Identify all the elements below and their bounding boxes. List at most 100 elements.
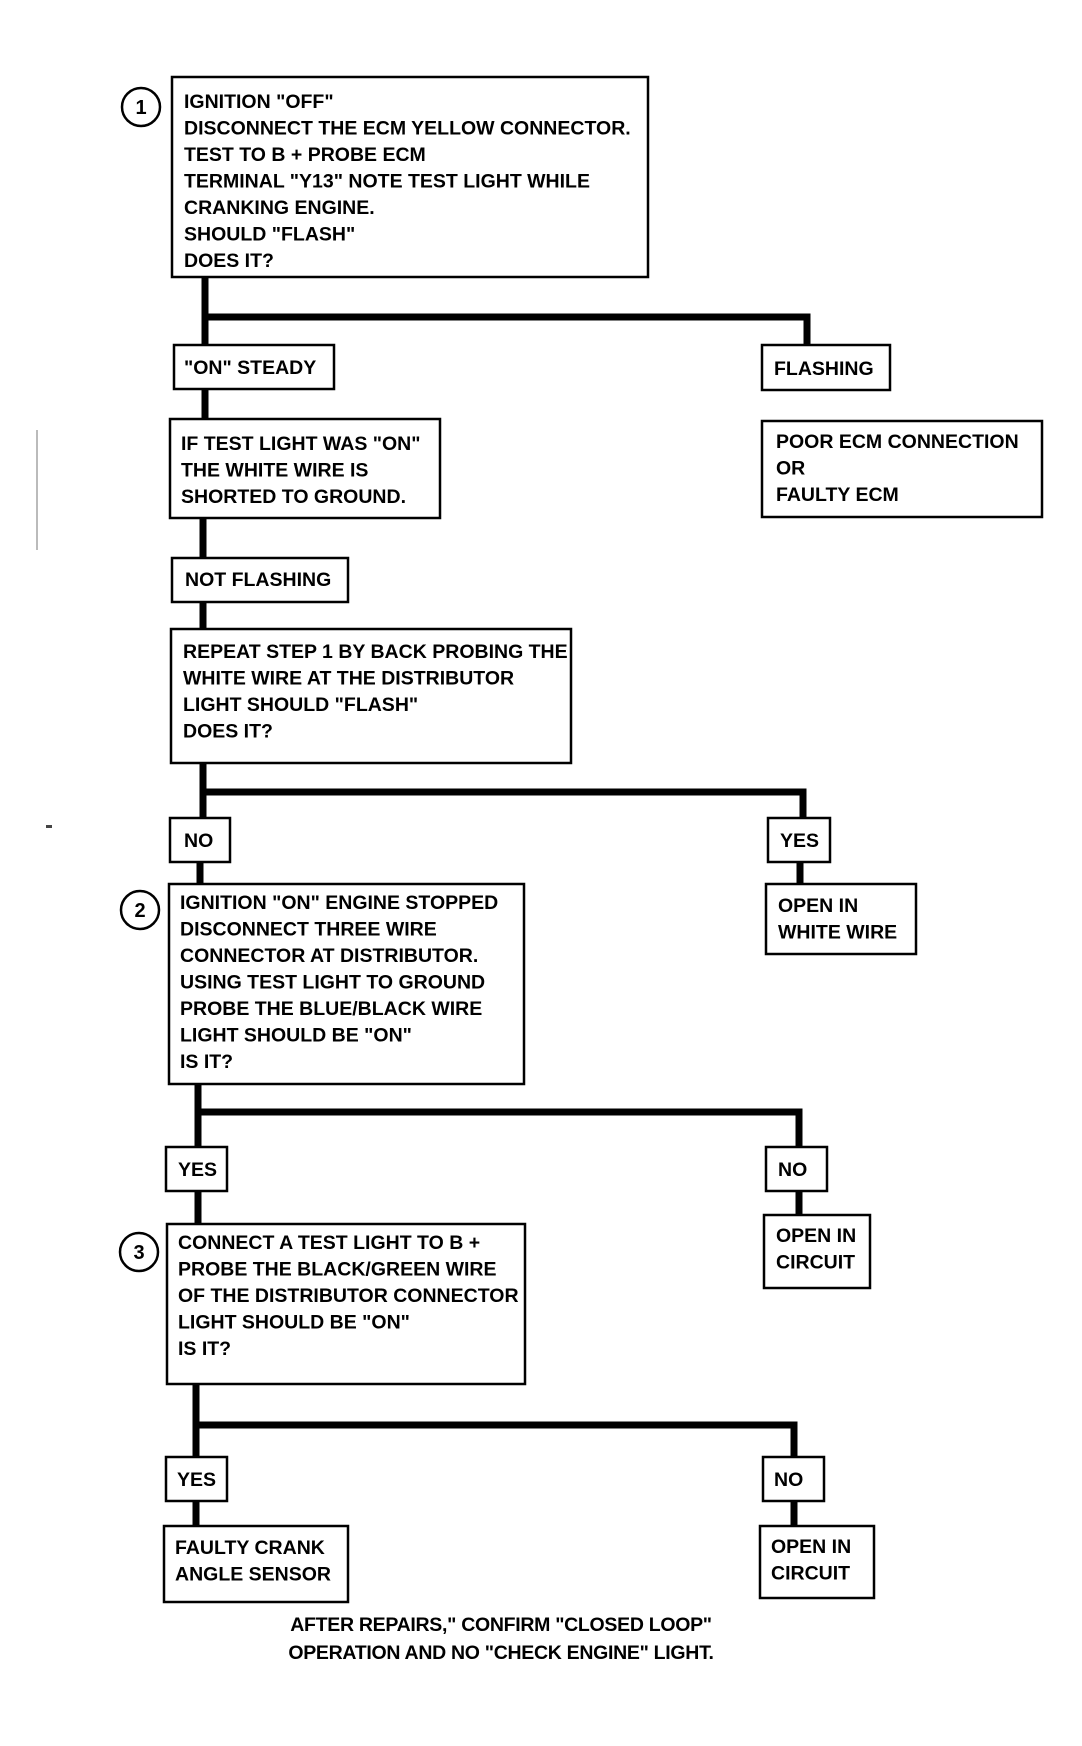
box-text-line: PROBE THE BLACK/GREEN WIRE (178, 1259, 497, 1281)
box-text-line: DOES IT? (183, 721, 273, 743)
box-text-line: IS IT? (180, 1051, 233, 1073)
box-text-line: PROBE THE BLUE/BLACK WIRE (180, 998, 482, 1020)
step-number-markers: 1 2 3 (118, 86, 162, 1273)
box-no-2: NO (764, 1145, 829, 1193)
box-step3: CONNECT A TEST LIGHT TO B + PROBE THE BLA… (165, 1222, 527, 1386)
box-text-line: OPEN IN (776, 1225, 856, 1247)
box-text-line: CONNECTOR AT DISTRIBUTOR. (180, 945, 478, 967)
step-circle (118, 1231, 160, 1273)
box-text-line: OR (776, 458, 805, 480)
step-number-1: 1 (120, 86, 162, 128)
box-text-line: NO (184, 830, 213, 852)
box-text-line: OPEN IN (778, 895, 858, 917)
box-border (170, 75, 650, 279)
box-text-line: WHITE WIRE AT THE DISTRIBUTOR (183, 668, 514, 690)
box-border (758, 1524, 876, 1600)
box-text-line: OPEN IN (771, 1536, 851, 1558)
box-text-line: NO (778, 1159, 807, 1181)
box-text-line: SHORTED TO GROUND. (181, 486, 406, 508)
box-flashing: FLASHING (760, 343, 892, 392)
box-yes-3: YES (164, 1455, 229, 1503)
connector-line-2 (205, 313, 811, 345)
box-text-line: DISCONNECT THREE WIRE (180, 919, 437, 941)
box-border (760, 343, 892, 392)
box-text-line: IF TEST LIGHT WAS "ON" (181, 433, 420, 455)
box-open-circuit-1: OPEN IN CIRCUIT (762, 1213, 872, 1290)
box-text-line: CIRCUIT (771, 1563, 850, 1585)
box-text-line: WHITE WIRE (778, 922, 897, 944)
box-text-line: IGNITION "ON" ENGINE STOPPED (180, 892, 498, 914)
box-text-line: FAULTY CRANK (175, 1537, 325, 1559)
box-border (164, 1455, 229, 1503)
box-border (170, 556, 350, 604)
box-not-flashing: NOT FLASHING (170, 556, 350, 604)
box-yes-2: YES (164, 1145, 229, 1193)
box-border (762, 1213, 872, 1290)
box-text-line: USING TEST LIGHT TO GROUND (180, 972, 485, 994)
box-text-line: ANGLE SENSOR (175, 1564, 331, 1586)
box-border (165, 1222, 527, 1386)
box-text-line: OF THE DISTRIBUTOR CONNECTOR (178, 1285, 519, 1307)
step-number-label: 2 (134, 900, 145, 922)
box-border (169, 627, 573, 765)
connector-line-15 (196, 1421, 798, 1457)
box-border (164, 1145, 229, 1193)
box-text-line: DISCONNECT THE ECM YELLOW CONNECTOR. (184, 118, 631, 140)
step-number-label: 3 (133, 1242, 144, 1264)
box-no-1: NO (168, 816, 232, 864)
box-text-line: POOR ECM CONNECTION (776, 431, 1019, 453)
box-open-circuit-2: OPEN IN CIRCUIT (758, 1524, 876, 1600)
box-text-line: TEST TO B + PROBE ECM (184, 144, 426, 166)
box-text-line: TERMINAL "Y13" NOTE TEST LIGHT WHILE (184, 171, 590, 193)
box-text-line: YES (780, 830, 819, 852)
box-text-line: REPEAT STEP 1 BY BACK PROBING THE (183, 641, 568, 663)
box-text-line: IS IT? (178, 1338, 231, 1360)
box-text-line: DOES IT? (184, 250, 274, 272)
box-text-line: THE WHITE WIRE IS (181, 460, 368, 482)
box-border (761, 1455, 826, 1503)
step-circle (119, 889, 161, 931)
box-yes-1: YES (766, 816, 832, 864)
flowchart-boxes: IGNITION "OFF" DISCONNECT THE ECM YELLOW … (162, 75, 1044, 1604)
box-border (764, 1145, 829, 1193)
box-text-line: CIRCUIT (776, 1252, 855, 1274)
box-shorted: IF TEST LIGHT WAS "ON" THE WHITE WIRE IS S… (168, 417, 442, 520)
box-text-line: LIGHT SHOULD "FLASH" (183, 694, 418, 716)
step-circle (120, 86, 162, 128)
box-open-white: OPEN IN WHITE WIRE (764, 882, 918, 956)
box-text-line: CONNECT A TEST LIGHT TO B + (178, 1232, 480, 1254)
box-no-3: NO (761, 1455, 826, 1503)
box-border (760, 419, 1044, 519)
box-text-line: SHOULD "FLASH" (184, 224, 355, 246)
box-on-steady: "ON" STEADY (172, 343, 336, 391)
box-border (167, 882, 526, 1086)
box-border (168, 816, 232, 864)
box-text-line: IGNITION "OFF" (184, 91, 334, 113)
box-text-line: NOT FLASHING (185, 569, 331, 591)
box-border (168, 417, 442, 520)
box-step1: IGNITION "OFF" DISCONNECT THE ECM YELLOW … (170, 75, 650, 279)
box-border (764, 882, 918, 956)
connector-line-7 (203, 788, 807, 818)
box-text-line: FLASHING (774, 358, 874, 380)
box-step2: IGNITION "ON" ENGINE STOPPED DISCONNECT T… (167, 882, 526, 1086)
box-border (766, 816, 832, 864)
box-text-line: NO (774, 1469, 803, 1491)
box-text-line: YES (177, 1469, 216, 1491)
footer-note-line-1: AFTER REPAIRS," CONFIRM "CLOSED LOOP" (290, 1614, 712, 1636)
box-repeat-step: REPEAT STEP 1 BY BACK PROBING THE WHITE W… (169, 627, 573, 765)
box-text-line: CRANKING ENGINE. (184, 197, 375, 219)
scan-artifact-dot (46, 825, 52, 828)
box-text-line: YES (178, 1159, 217, 1181)
step-number-2: 2 (119, 889, 161, 931)
connector-line-11 (198, 1108, 803, 1147)
box-text-line: "ON" STEADY (184, 357, 316, 379)
step-number-3: 3 (118, 1231, 160, 1273)
flowchart-connectors (192, 277, 811, 1526)
box-faulty-crank: FAULTY CRANK ANGLE SENSOR (162, 1524, 350, 1604)
scan-artifact-line (36, 430, 38, 550)
step-number-label: 1 (135, 97, 146, 119)
box-border (172, 343, 336, 391)
box-text-line: LIGHT SHOULD BE "ON" (178, 1312, 410, 1334)
